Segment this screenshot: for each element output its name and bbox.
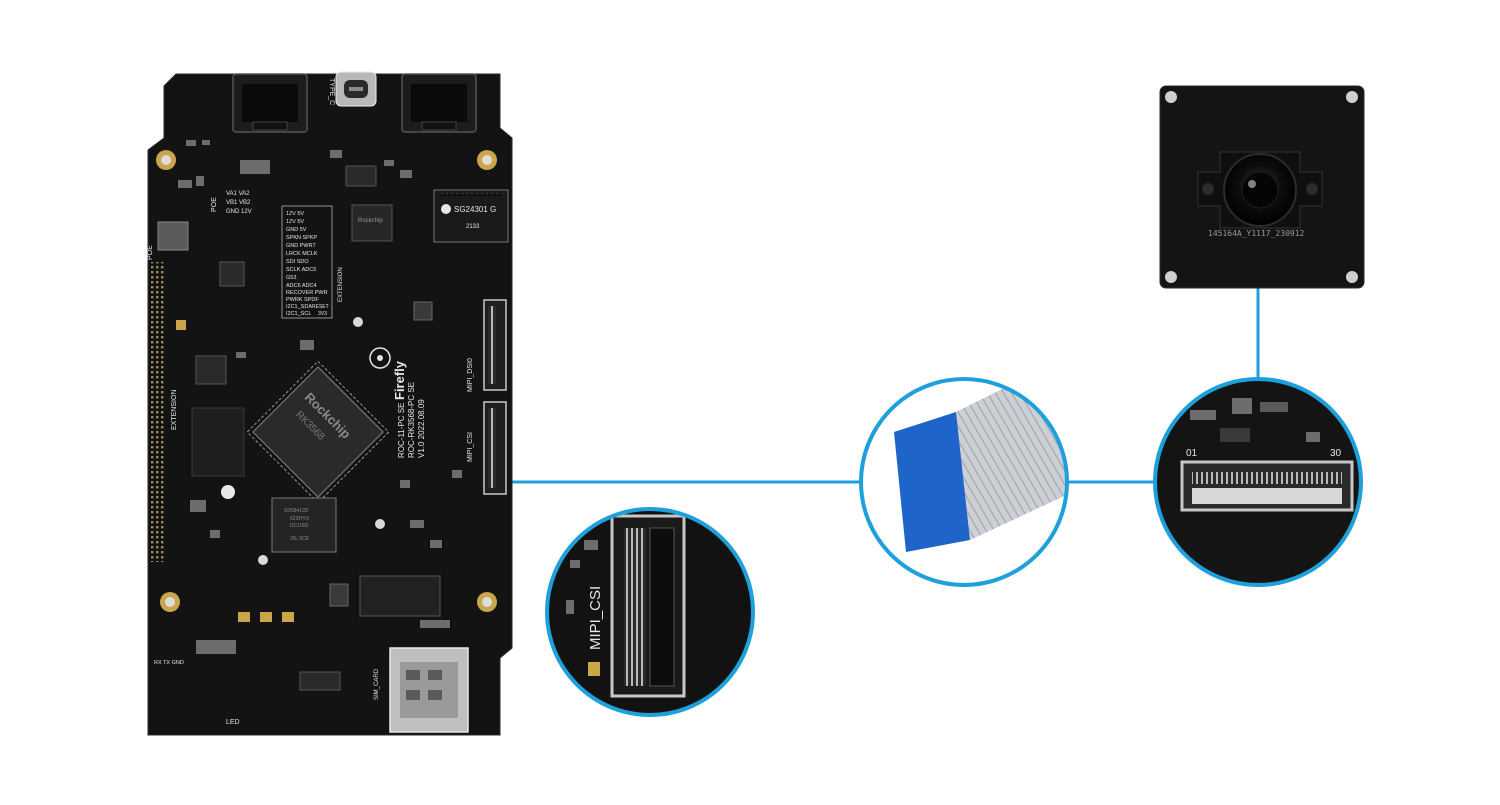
smd-components (176, 140, 462, 691)
pin-label: PWRK SPDF (286, 297, 319, 303)
poe-inductor (157, 221, 189, 251)
zoom-camera-connector: 01 30 (1153, 377, 1363, 587)
mipi-csi-connector (483, 401, 507, 495)
main-board: TYPE_C EXTENSION POE POE VA1 VA2 VB1 VB2… (147, 71, 513, 736)
version-line: V1.0 2022.08.09 (417, 399, 426, 458)
zoom-ribbon-ring (859, 377, 1069, 587)
ethernet-port-left (232, 73, 308, 133)
pin-last-label: 30 (1330, 448, 1342, 459)
mipi-dsi-connector (483, 299, 507, 391)
ram-code: J5L 5CE (290, 536, 310, 542)
camera-module: 145164A_Y1117_230912 (1159, 85, 1365, 289)
ribbon-silver-part (956, 379, 1067, 540)
pin-label: GND 5V (286, 227, 307, 233)
main-soc: Rockchip RK3568 (246, 360, 390, 504)
zoom-csi-label: MIPI_CSI (587, 586, 604, 650)
usb-c-label: TYPE_C (328, 78, 335, 105)
extension-label-left: EXTENSION (171, 390, 178, 430)
pin-label: RESET (312, 304, 329, 310)
model-line-2: ROC-RK3568-PC SE (407, 382, 416, 458)
pin-label: GND PWR7 (286, 243, 316, 249)
sim-card-slot (389, 647, 469, 733)
module-label: SG24301 G (454, 205, 496, 214)
pin-label: SPKN SPKP (286, 235, 318, 241)
connector-lines (512, 288, 1260, 484)
zoom-ribbon-cable (859, 377, 1069, 587)
sim-label: SIM_CARD (374, 668, 380, 700)
pin-label: 12V 5V (286, 211, 304, 217)
pmic-chip: Rockchip (351, 204, 393, 242)
pin-label: I2C1_SCL (286, 311, 311, 317)
pin-label: ADC6 ADC4 (286, 283, 317, 289)
mipi-dsi-label: MIPI_DSI0 (467, 358, 474, 392)
silver-test-pads (221, 317, 385, 565)
pwr-pin-label: VB1 VB2 (226, 200, 251, 206)
poe-label-left: POE (147, 245, 154, 260)
pwr-pin-label: VA1 VA2 (226, 191, 250, 197)
zoom-csi-connector: MIPI_CSI (545, 507, 755, 717)
extension-header (150, 262, 164, 562)
svg-text:Rockchip: Rockchip (358, 218, 383, 224)
poe-power-pins: VA1 VA2 VB1 VB2 GND 12V (226, 191, 252, 215)
poe-label: POE (211, 197, 218, 212)
zoom-camera-ring (1153, 377, 1363, 587)
led-label: LED (226, 719, 240, 726)
pin-label-block: 12V 5V 12V 5V GND 5V SPKN SPKP GND PWR7 … (281, 205, 333, 319)
brand-logo (369, 347, 391, 369)
uart-label: RX TX GND (154, 660, 184, 666)
pin-label: G53 (286, 275, 296, 281)
wireless-module: SG24301 G 2133 (433, 189, 509, 243)
ram-code: 62SHYX (290, 516, 310, 522)
pin-label: RECOVER PWR (286, 290, 328, 296)
mipi-csi-label: MIPI_CSI (467, 432, 474, 462)
pin-label: 12V 5V (286, 219, 304, 225)
ribbon-blue-stiffener (894, 412, 970, 552)
pwr-pin-label: GND 12V (226, 209, 252, 215)
ethernet-port-right (401, 73, 477, 133)
model-line-1: ROC-11-PC SE (397, 403, 406, 458)
ram-code: DC1000 (290, 523, 309, 529)
extension-label-center: EXTENSION (338, 267, 344, 302)
pin-first-label: 01 (1186, 448, 1198, 459)
pin-label: 3V3 (318, 311, 327, 317)
left-ram-chip (191, 407, 245, 477)
camera-module-label: 145164A_Y1117_230912 (1208, 229, 1305, 238)
brand-name: Firefly (392, 360, 407, 400)
usb-c-port (335, 71, 377, 107)
pin-label: I2C1_SDA (286, 304, 312, 310)
pin-label: LRCK MCLK (286, 251, 318, 257)
pin-label: SCLK ADC5 (286, 267, 316, 273)
ram-code: SD58412D (284, 508, 309, 514)
zoom-csi-ring (545, 507, 755, 717)
mounting-holes (156, 150, 497, 612)
pin-label: SDI SDO (286, 259, 309, 265)
module-code: 2133 (466, 224, 480, 230)
ram-chip: SD58412D 62SHYX DC1000 J5L 5CE (271, 497, 337, 553)
